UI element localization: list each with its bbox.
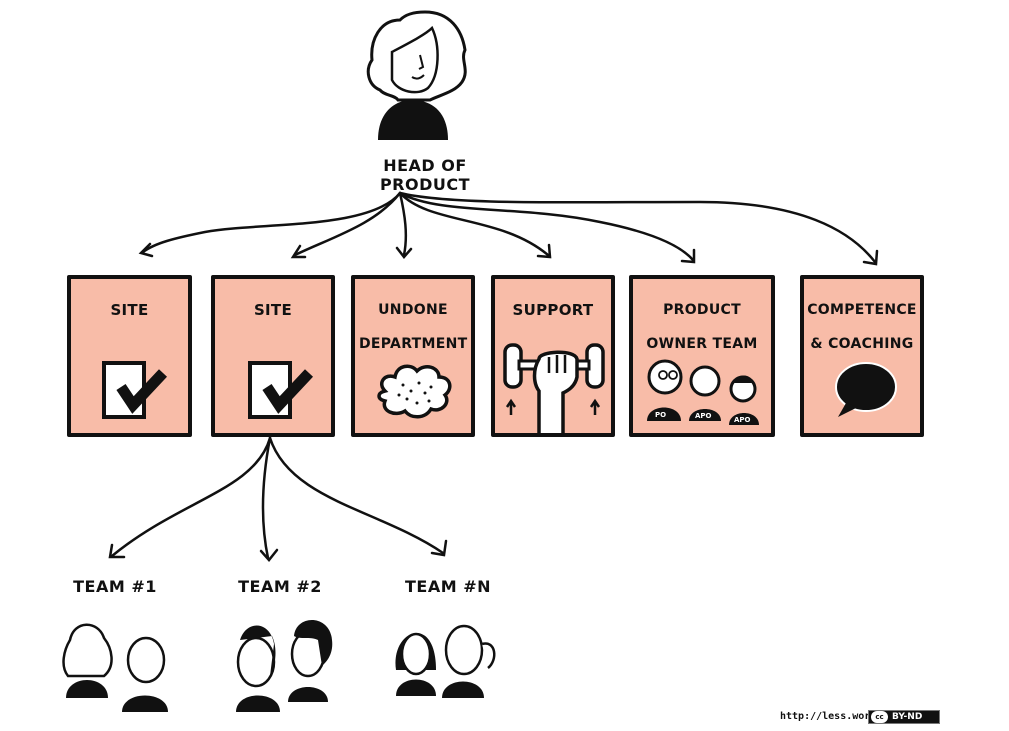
- dumbbell-icon: [503, 343, 605, 433]
- team-2-label: Team #2: [238, 577, 322, 596]
- department-label: Product Owner Team: [646, 302, 758, 352]
- department-competence-coaching: Competence & Coaching: [800, 275, 924, 437]
- arrow-to-support: [398, 191, 550, 257]
- arrow-to-site-2: [293, 191, 402, 257]
- arrow-to-team-n: [268, 436, 445, 555]
- source-url[interactable]: http://less.works: [780, 711, 883, 722]
- arrow-head-team-n: [430, 539, 448, 557]
- team-n-people: [395, 624, 496, 698]
- arrow-to-competence: [398, 191, 877, 264]
- license-badge[interactable]: cc BY-ND: [868, 710, 940, 724]
- head-of-product-label: Head of Product: [379, 156, 471, 194]
- team-1-label: Team #1: [73, 577, 157, 596]
- arrow-to-po-team: [398, 191, 695, 262]
- department-label: Site: [253, 301, 293, 319]
- arrow-head-undone: [395, 246, 413, 259]
- license-text: BY-ND: [892, 712, 923, 722]
- checkbox-icon: [248, 361, 314, 419]
- department-product-owner-team: Product Owner Team PO APO APO: [629, 275, 775, 437]
- arrow-head-team-1: [108, 543, 126, 559]
- department-undone: Undone Department: [351, 275, 475, 437]
- arrow-to-team-2: [261, 436, 272, 560]
- team-1-people: [62, 623, 168, 712]
- arrow-head-site-2: [290, 244, 307, 259]
- arrow-head-competence: [862, 249, 879, 266]
- arrow-to-team-1: [110, 436, 272, 558]
- department-label: Support: [512, 301, 594, 319]
- department-label: Site: [110, 301, 149, 319]
- team-2-people: [236, 619, 333, 712]
- arrow-head-po-team: [680, 248, 696, 264]
- po-badge: PO: [655, 411, 666, 419]
- arrow-head-site-1: [138, 242, 154, 258]
- arrow-head-support: [536, 243, 552, 259]
- apo-badge: APO: [734, 416, 751, 424]
- cc-logo-icon: cc: [871, 711, 888, 723]
- people-icon: PO APO APO: [647, 359, 759, 425]
- arrow-head-team-2: [259, 548, 279, 562]
- arrow-to-site-1: [141, 191, 402, 254]
- speech-bubble-icon: [835, 362, 897, 417]
- department-label: Undone Department: [359, 302, 468, 352]
- department-site-2: Site: [211, 275, 335, 437]
- department-label: Competence & Coaching: [807, 302, 917, 352]
- apo-badge: APO: [695, 412, 712, 420]
- department-support: Support: [491, 275, 615, 437]
- checkbox-icon: [102, 361, 168, 419]
- department-site-1: Site: [67, 275, 192, 437]
- team-n-label: Team #N: [404, 577, 491, 596]
- arrow-to-undone: [398, 191, 408, 257]
- cloud-icon: [377, 364, 452, 419]
